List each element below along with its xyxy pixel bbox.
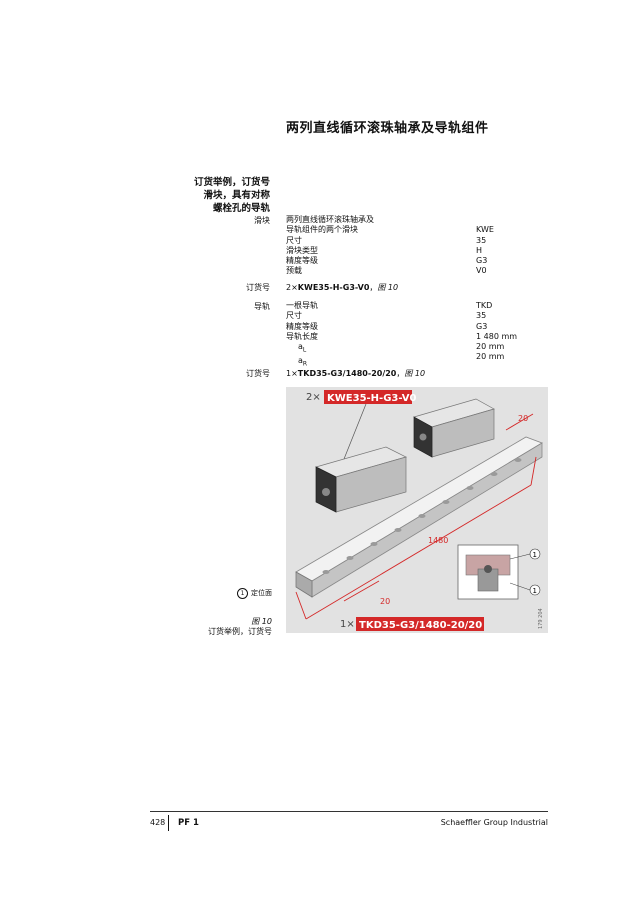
var-sub: R — [302, 360, 308, 368]
spec-text: 尺寸 — [286, 235, 302, 245]
rail-end-face — [295, 571, 313, 598]
spec-text-al: aL — [286, 342, 318, 356]
order-prefix: 1× — [286, 369, 298, 378]
spec-text: 尺寸 — [286, 311, 302, 321]
bottom-code: TKD35-G3/1480-20/20 — [359, 620, 482, 631]
spec-value: V0 — [476, 266, 487, 276]
legend-number: 1 — [237, 588, 248, 599]
footer-separator — [168, 815, 169, 831]
figure-caption: 图 10 订货举例，订货号 — [150, 617, 272, 637]
bolt-hole — [466, 486, 474, 490]
spec-value: G3 — [476, 256, 488, 266]
top-code: KWE35-H-G3-V0 — [327, 393, 417, 404]
bolt-hole — [514, 458, 522, 462]
section-line-1: 订货举例，订货号 — [193, 177, 270, 188]
var-a: a — [298, 356, 303, 366]
order-prefix: 2× — [286, 283, 298, 292]
spec-value: TKD — [476, 301, 493, 310]
spec-text: 预载 — [286, 266, 302, 276]
spec-value — [476, 215, 494, 225]
figure-ref: 图 10 — [404, 369, 426, 378]
order-code: TKD35-G3/1480-20/20 — [297, 369, 397, 378]
carriage-spec-list: 两列直线循环滚珠轴承及 导轨组件的两个滑块 尺寸 滑块类型 精度等级 预载 — [286, 215, 374, 277]
var-sub: L — [302, 346, 307, 354]
spec-text: 一根导轨 — [286, 301, 318, 310]
carriage-front — [315, 446, 407, 513]
detail-ball — [484, 565, 492, 573]
bolt-hole — [346, 556, 354, 560]
rail-order-number: 1×TKD35-G3/1480-20/20，图 10 — [286, 368, 425, 379]
legend-text: 定位面 — [251, 589, 272, 597]
rail-and-carriage-drawing: 2× KWE35-H-G3-V0 — [295, 390, 544, 631]
rail-bolt-holes — [322, 458, 522, 574]
bolt-hole — [490, 472, 498, 476]
dimension-lines — [295, 413, 537, 620]
footer-brand: Schaeffler Group Industrial — [440, 818, 548, 827]
spec-value: 1 480 mm — [476, 331, 518, 341]
page-number: 428 — [150, 818, 166, 827]
callout-number: 1 — [533, 587, 537, 595]
spec-value: 20 mm — [476, 342, 505, 352]
spec-text: 导轨长度 — [286, 331, 318, 341]
dim-left: 20 — [380, 597, 390, 606]
spec-value: 20 mm — [476, 352, 505, 362]
section-line-3: 螺栓孔的导轨 — [212, 203, 270, 214]
carriage-order-number: 2×KWE35-H-G3-V0，图 10 — [286, 282, 398, 293]
rail-spec-list: 一根导轨 尺寸 精度等级 导轨长度 aL aR — [286, 301, 318, 370]
dim-length: 1480 — [428, 536, 448, 545]
spec-text: 两列直线循环滚珠轴承及 — [286, 215, 374, 224]
dim-right: 20 — [518, 414, 528, 423]
caption-text: 订货举例，订货号 — [208, 627, 272, 636]
rail-value-list: TKD 35 G3 1 480 mm 20 mm 20 mm — [476, 301, 517, 363]
figure-code: 179 204 — [538, 608, 544, 629]
spec-text: 精度等级 — [286, 321, 318, 331]
spec-text: 精度等级 — [286, 256, 318, 266]
caption-fig: 图 10 — [251, 617, 272, 626]
rail-label: 导轨 — [254, 302, 270, 311]
bolt-hole — [442, 500, 450, 504]
top-code-box — [324, 390, 412, 404]
order-code: KWE35-H-G3-V0 — [297, 283, 370, 292]
var-a: a — [298, 342, 303, 352]
rail-order-label: 订货号 — [246, 369, 270, 378]
carriage-rear — [413, 398, 495, 458]
top-prefix: 2× — [306, 392, 321, 403]
spec-value: KWE — [476, 225, 494, 235]
spec-text: 滑块类型 — [286, 245, 318, 255]
figure-ref: 图 10 — [377, 283, 399, 292]
carriage-label: 滑块 — [254, 216, 270, 225]
product-illustration: 2× KWE35-H-G3-V0 — [286, 387, 548, 633]
section-heading: 订货举例，订货号 滑块，具有对称 螺栓孔的导轨 — [150, 176, 270, 215]
carriage-value-list: KWE 35 H G3 V0 — [476, 215, 494, 277]
section-line-2: 滑块，具有对称 — [203, 190, 270, 201]
footer-divider — [150, 811, 548, 812]
bolt-hole — [394, 528, 402, 532]
bolt-hole — [370, 542, 378, 546]
bolt-hole — [418, 514, 426, 518]
order-sep: ， — [369, 283, 378, 292]
leader-line — [343, 403, 367, 460]
bolt-hole — [322, 570, 330, 574]
page-title: 两列直线循环滚珠轴承及导轨组件 — [286, 121, 489, 136]
carriage-order-label: 订货号 — [246, 283, 270, 292]
footer-catalogue: PF 1 — [178, 818, 199, 828]
bottom-code-box — [356, 617, 484, 631]
callout-number: 1 — [533, 551, 537, 559]
bottom-prefix: 1× — [340, 619, 355, 630]
spec-value: H — [476, 245, 483, 255]
order-sep: ， — [396, 369, 405, 378]
spec-value: G3 — [476, 321, 488, 331]
spec-value: 35 — [476, 235, 487, 245]
spec-text-ar: aR — [286, 356, 318, 370]
spec-text: 导轨组件的两个滑块 — [286, 225, 358, 235]
spec-value: 35 — [476, 311, 487, 321]
